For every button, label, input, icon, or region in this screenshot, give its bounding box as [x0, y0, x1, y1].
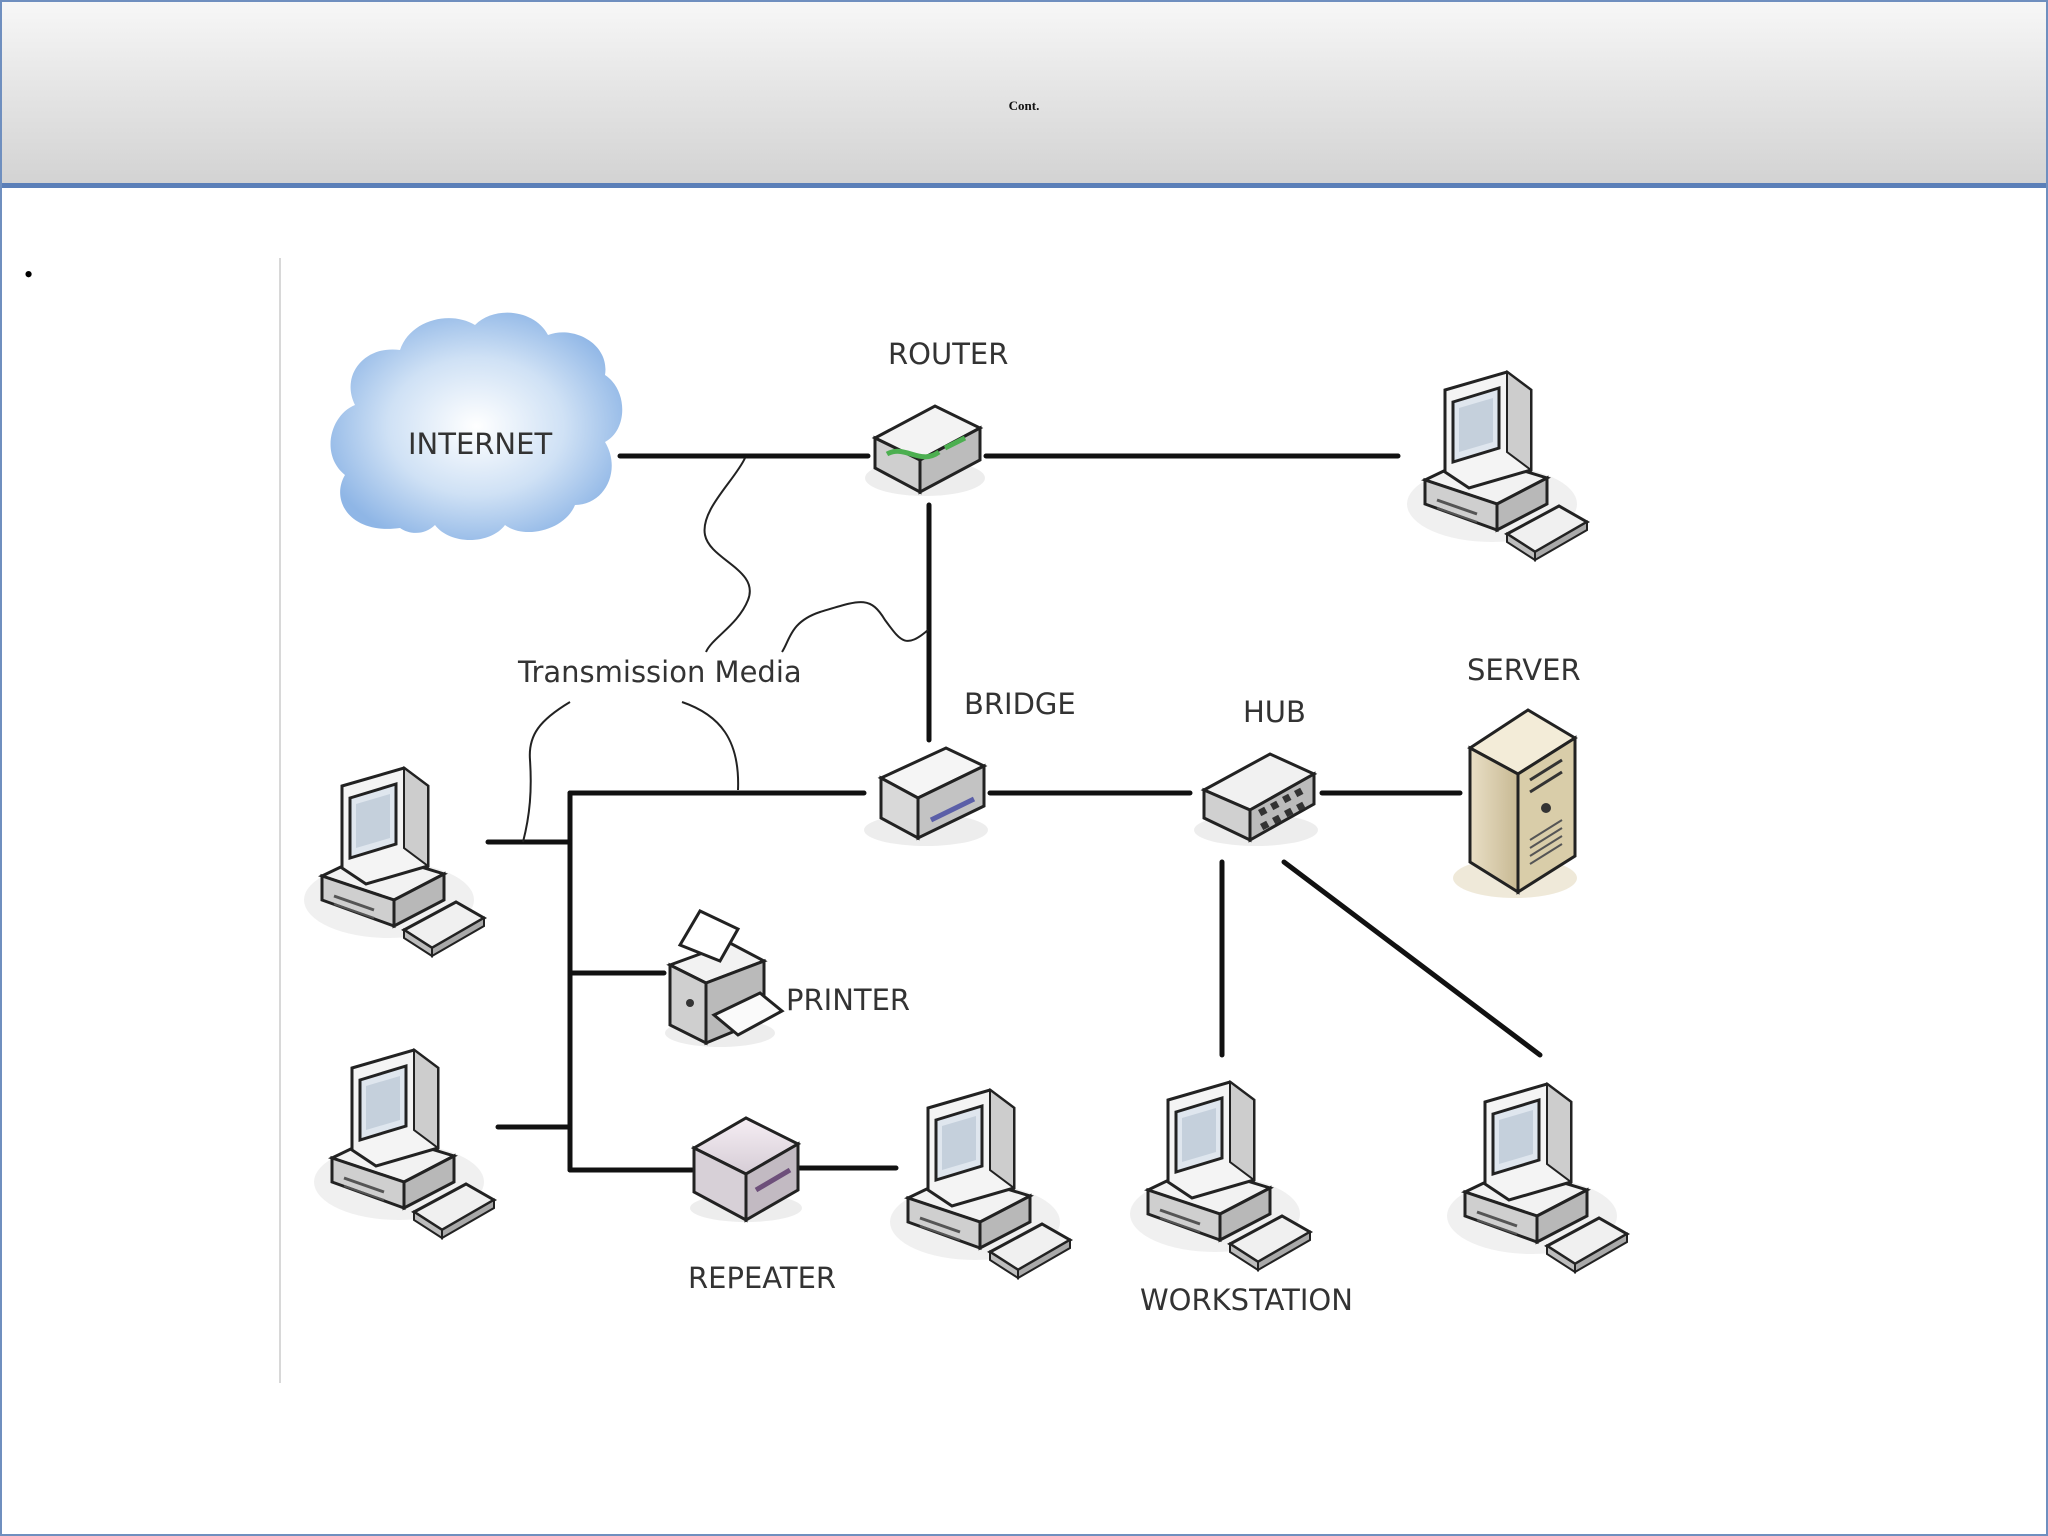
media-curve-router [781, 601, 929, 653]
repeater-icon [690, 1116, 802, 1223]
content-divider [279, 258, 281, 1383]
computer-icon [302, 766, 486, 958]
transmission-media-curves [522, 457, 929, 843]
internet-label: INTERNET [408, 427, 552, 461]
bridge-label: BRIDGE [964, 687, 1076, 721]
media-curve-bridge [681, 701, 740, 791]
workstation-computer-icon [1128, 1080, 1312, 1272]
printer-label: PRINTER [786, 983, 910, 1017]
workstation-label: WORKSTATION [1140, 1283, 1353, 1317]
slide-title-bar: Cont. [2, 2, 2046, 188]
repeater-label: REPEATER [688, 1261, 836, 1295]
internet-cloud-icon [330, 312, 623, 540]
network-links [485, 453, 1543, 1173]
transmission-media-label: Transmission Media [517, 655, 802, 689]
media-curve-internet [703, 457, 751, 653]
server-label: SERVER [1467, 653, 1581, 687]
slide-title: Cont. [1008, 98, 1040, 113]
link-hub-computer [1281, 859, 1543, 1058]
computer-icon [312, 1048, 496, 1240]
router-label: ROUTER [888, 337, 1008, 371]
computer-icon [888, 1088, 1072, 1280]
bullet-marker: • [24, 260, 34, 289]
router-icon [865, 404, 985, 496]
hub-icon [1194, 752, 1318, 846]
computer-icon [1405, 370, 1589, 562]
hub-label: HUB [1243, 695, 1306, 729]
computer-icon [1445, 1082, 1629, 1274]
bridge-icon [864, 746, 988, 846]
server-icon [1453, 708, 1578, 898]
printer-icon [665, 909, 785, 1047]
media-curve-computer [522, 701, 571, 843]
